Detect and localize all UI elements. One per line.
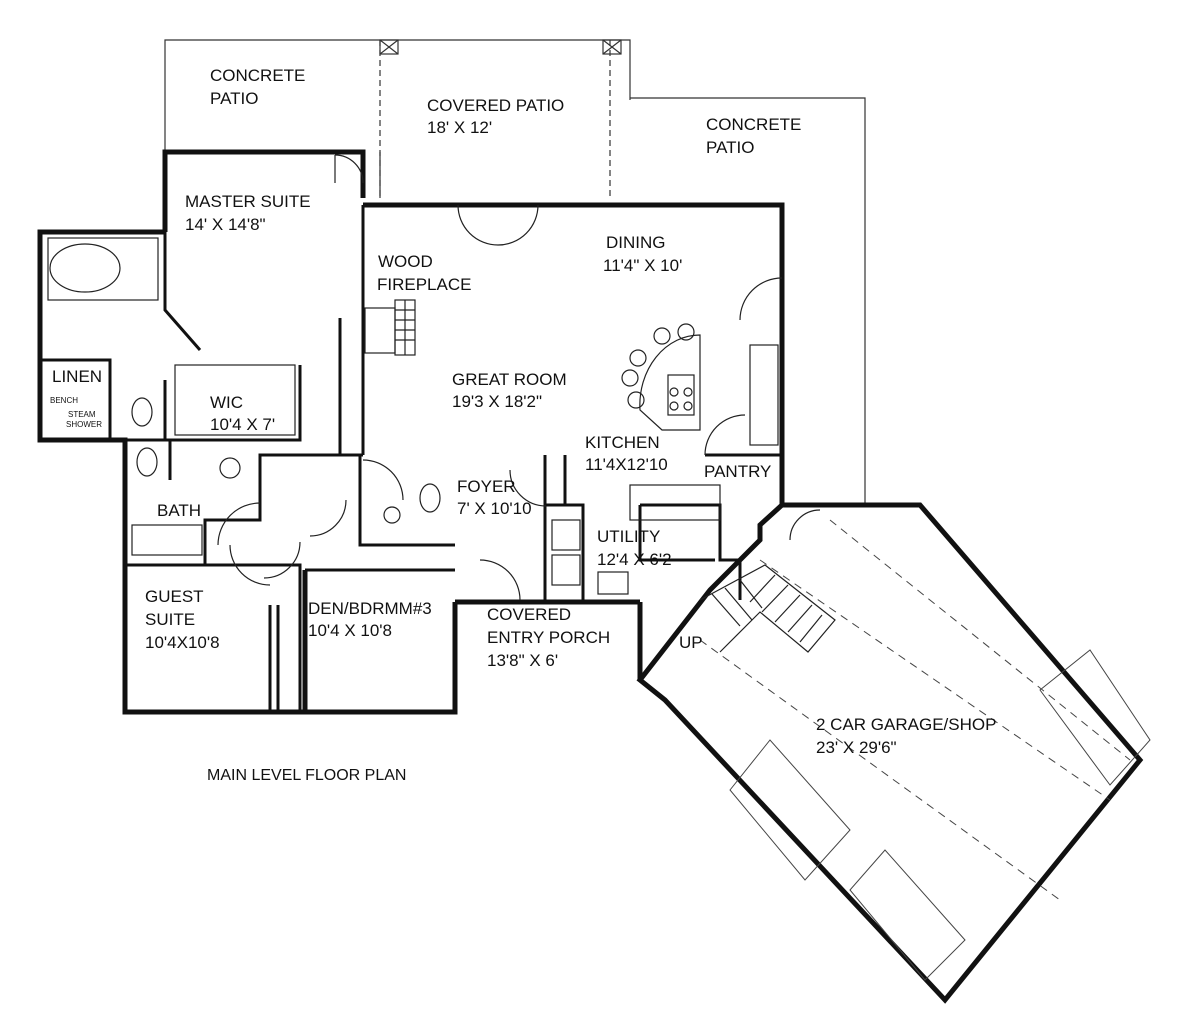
garage-dims: 23' X 29'6" [816, 738, 897, 757]
garage-name: 2 CAR GARAGE/SHOP [816, 715, 997, 734]
wic-name: WIC [210, 393, 244, 412]
guest-suite-line2: SUITE [145, 610, 196, 629]
foyer-dims: 7' X 10'10 [457, 499, 532, 518]
guest-suite-line1: GUEST [145, 587, 204, 606]
entry-porch-dims: 13'8" X 6' [487, 651, 559, 670]
den-name: DEN/BDRMM#3 [308, 599, 432, 618]
bath-name: BATH [157, 501, 202, 520]
concrete-patio-left-line1: CONCRETE [210, 66, 306, 85]
garage-details [699, 519, 1151, 981]
steam-shower-line1: STEAM [68, 410, 96, 419]
covered-patio-name: COVERED PATIO [427, 96, 565, 115]
wood-fireplace-line2: FIREPLACE [377, 275, 472, 294]
stairs [699, 564, 836, 653]
foyer-name: FOYER [457, 477, 516, 496]
entry-porch-line2: ENTRY PORCH [487, 628, 611, 647]
steam-shower-bench: BENCH [50, 396, 79, 405]
master-suite-dims: 14' X 14'8" [185, 215, 266, 234]
guest-suite-dims: 10'4X10'8 [145, 633, 220, 652]
pantry-name: PANTRY [704, 462, 772, 481]
door-swings [217, 154, 821, 601]
dining-dims: 11'4" X 10' [603, 256, 683, 275]
den-dims: 10'4 X 10'8 [308, 621, 393, 640]
entry-porch-line1: COVERED [487, 605, 572, 624]
utility-name: UTILITY [597, 527, 661, 546]
kitchen-name: KITCHEN [585, 433, 660, 452]
patio-outlines [164, 39, 866, 505]
great-room-name: GREAT ROOM [452, 370, 567, 389]
steam-shower-line2: SHOWER [66, 420, 102, 429]
plan-title: MAIN LEVEL FLOOR PLAN [207, 767, 407, 784]
concrete-patio-left-line2: PATIO [210, 89, 259, 108]
concrete-patio-right-line1: CONCRETE [706, 115, 802, 134]
exterior-walls [37, 149, 1144, 1004]
linen-name: LINEN [52, 367, 103, 386]
covered-patio-dims: 18' X 12' [427, 118, 493, 137]
fixtures [47, 237, 779, 595]
concrete-patio-right-line2: PATIO [706, 138, 755, 157]
great-room-dims: 19'3 X 18'2" [452, 392, 543, 411]
kitchen-dims: 11'4X12'10 [585, 455, 668, 474]
stairs-up-label: UP [679, 633, 703, 652]
master-suite-name: MASTER SUITE [185, 192, 311, 211]
utility-dims: 12'4 X 6'2 [597, 550, 672, 569]
interior-walls [40, 205, 782, 712]
wic-dims: 10'4 X 7' [210, 415, 276, 434]
dining-name: DINING [606, 233, 666, 252]
wood-fireplace-line1: WOOD [378, 252, 433, 271]
